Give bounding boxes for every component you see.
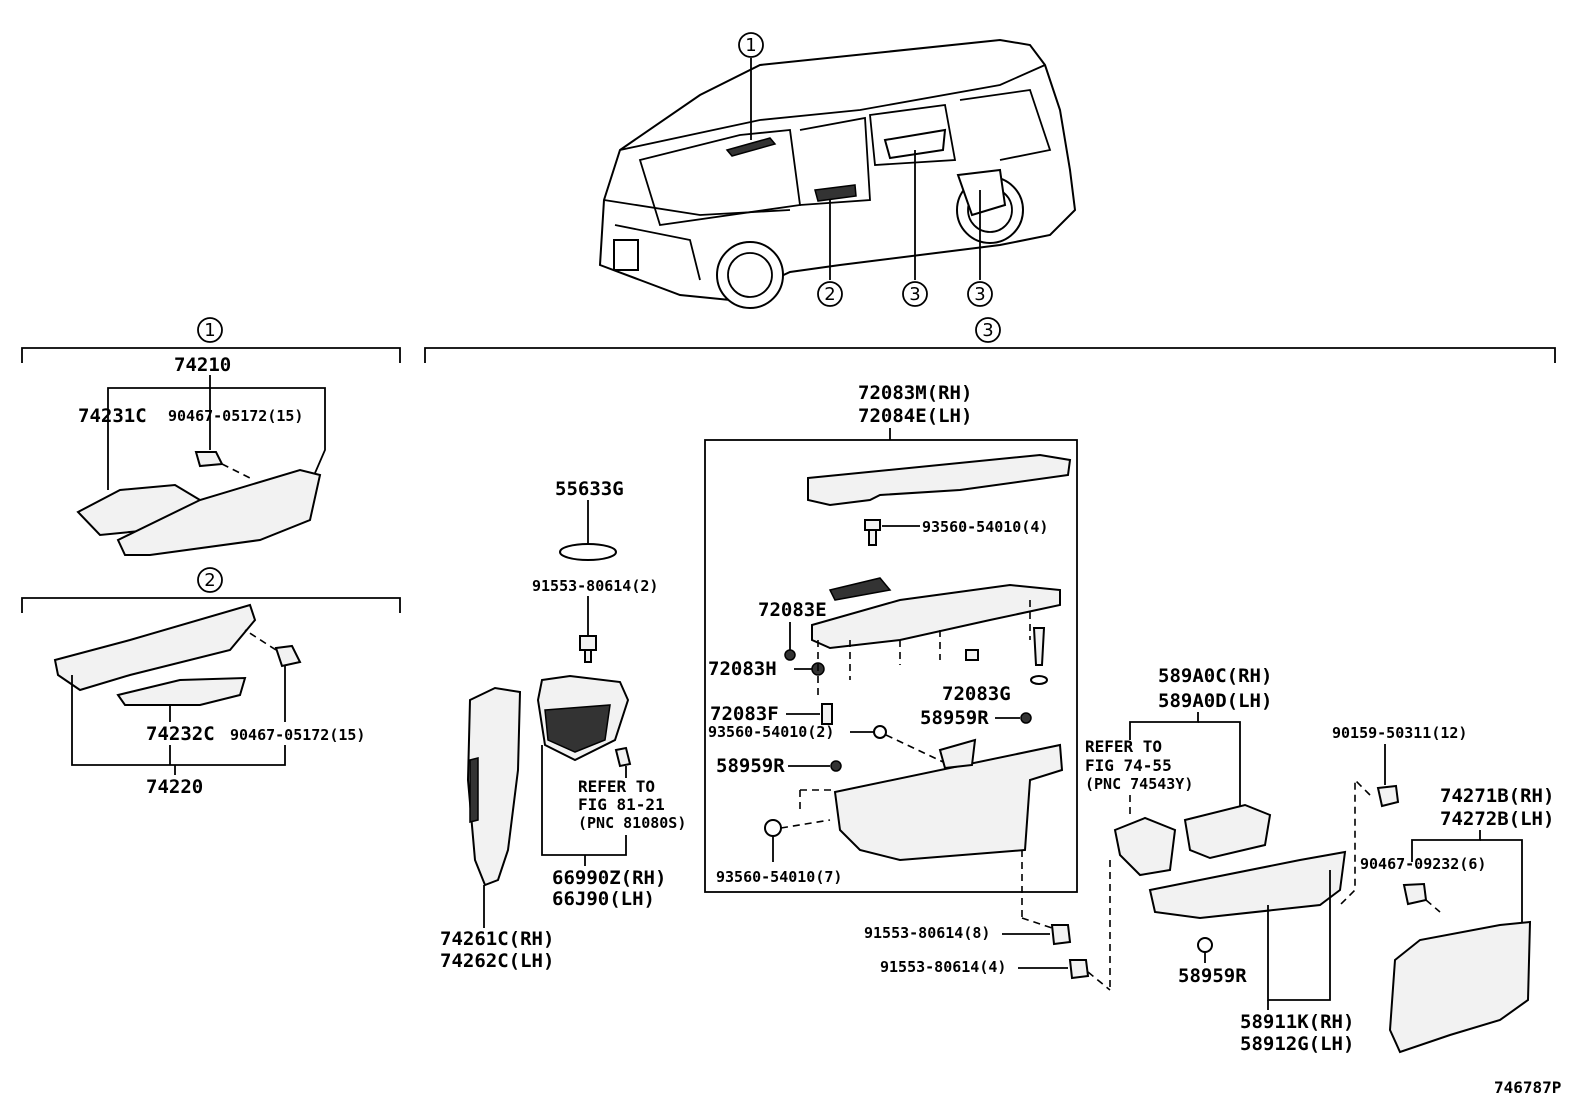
svg-text:3: 3 xyxy=(982,320,993,341)
label-58959R-b: 58959R xyxy=(716,755,785,777)
bolt-91553-80614-2 xyxy=(579,635,597,663)
svg-text:1: 1 xyxy=(204,320,215,341)
vehicle-callout-1: 1 xyxy=(738,32,764,58)
label-58912G-LH: 58912G(LH) xyxy=(1240,1033,1354,1055)
label-74272B-LH: 74272B(LH) xyxy=(1440,808,1554,830)
section-1-callout: 1 xyxy=(197,317,223,343)
label-91553-80614-2: 91553-80614(2) xyxy=(532,577,658,595)
clip-90159 xyxy=(1376,784,1400,808)
label-93560-54010-2: 93560-54010(2) xyxy=(708,723,834,741)
label-72084E-LH: 72084E(LH) xyxy=(858,405,972,427)
label-74271B-RH: 74271B(RH) xyxy=(1440,785,1554,807)
ring-55633G xyxy=(559,543,617,561)
vehicle-callout-2: 2 xyxy=(817,281,843,307)
label-91553-80614-4: 91553-80614(4) xyxy=(880,958,1006,976)
label-74210: 74210 xyxy=(174,354,231,376)
garnish-72083M xyxy=(807,453,1072,507)
label-72083G: 72083G xyxy=(942,683,1011,705)
label-74220: 74220 xyxy=(146,776,203,798)
panel-74220 xyxy=(53,603,257,692)
vehicle-callout-3a: 3 xyxy=(902,281,928,307)
refer-2-line-2: FIG 74-55 xyxy=(1085,756,1172,775)
refer-2-line-1: REFER TO xyxy=(1085,737,1162,756)
bracket-589A0C xyxy=(1113,816,1177,877)
svg-text:1: 1 xyxy=(745,35,756,56)
label-72083F: 72083F xyxy=(710,703,779,725)
trim-74210 xyxy=(116,468,322,556)
panel-74271B xyxy=(1388,920,1532,1054)
label-58959R-c: 58959R xyxy=(1178,965,1247,987)
section-3-callout: 3 xyxy=(975,317,1001,343)
bracket-72083 xyxy=(811,583,1061,650)
refer-1-line-2: FIG 81-21 xyxy=(578,795,665,814)
clip-90467-09232 xyxy=(1402,882,1428,906)
label-58959R-a: 58959R xyxy=(920,707,989,729)
label-58911K-RH: 58911K(RH) xyxy=(1240,1011,1354,1033)
label-74262C-LH: 74262C(LH) xyxy=(440,950,554,972)
svg-text:2: 2 xyxy=(204,570,215,591)
vehicle-illustration xyxy=(598,38,1077,309)
svg-text:3: 3 xyxy=(974,284,985,305)
label-74231C: 74231C xyxy=(78,405,147,427)
label-72083M-RH: 72083M(RH) xyxy=(858,382,972,404)
bolt-91553-80614-8 xyxy=(1050,924,1072,946)
bolt-91553-80614-4 xyxy=(1068,959,1090,980)
refer-2-line-3: (PNC 74543Y) xyxy=(1085,775,1193,793)
bezel-74232C xyxy=(116,676,247,706)
svg-text:3: 3 xyxy=(909,284,920,305)
screw-72083G xyxy=(1032,627,1046,666)
label-90467-05172-15-a: 90467-05172(15) xyxy=(168,407,303,425)
label-91553-80614-8: 91553-80614(8) xyxy=(864,924,990,942)
box-589A0C xyxy=(1183,803,1272,860)
label-74261C-RH: 74261C(RH) xyxy=(440,928,554,950)
label-55633G: 55633G xyxy=(555,478,624,500)
refer-1-line-1: REFER TO xyxy=(578,777,655,796)
label-66J90-LH: 66J90(LH) xyxy=(552,888,655,910)
figure-id: 746787P xyxy=(1494,1078,1561,1097)
vehicle-callout-3b: 3 xyxy=(967,281,993,307)
label-589A0D-LH: 589A0D(LH) xyxy=(1158,690,1272,712)
clip-90467-b xyxy=(274,644,302,668)
label-93560-54010-4: 93560-54010(4) xyxy=(922,518,1048,536)
bracket-lower xyxy=(833,743,1064,862)
label-74232C: 74232C xyxy=(146,723,215,745)
label-66990Z-RH: 66990Z(RH) xyxy=(552,867,666,889)
section-2-callout: 2 xyxy=(197,567,223,593)
label-90159-50311-12: 90159-50311(12) xyxy=(1332,724,1467,742)
refer-1-line-3: (PNC 81080S) xyxy=(578,814,686,832)
screw-93560-4 xyxy=(864,519,881,546)
label-589A0C-RH: 589A0C(RH) xyxy=(1158,665,1272,687)
label-93560-54010-7: 93560-54010(7) xyxy=(716,868,842,886)
label-90467-09232-6: 90467-09232(6) xyxy=(1360,855,1486,873)
clip-90467-a xyxy=(194,451,224,468)
svg-text:2: 2 xyxy=(824,284,835,305)
label-72083H: 72083H xyxy=(708,658,777,680)
tray-58911K xyxy=(1148,850,1347,920)
label-72083E: 72083E xyxy=(758,599,827,621)
label-90467-05172-15-b: 90467-05172(15) xyxy=(230,726,365,744)
